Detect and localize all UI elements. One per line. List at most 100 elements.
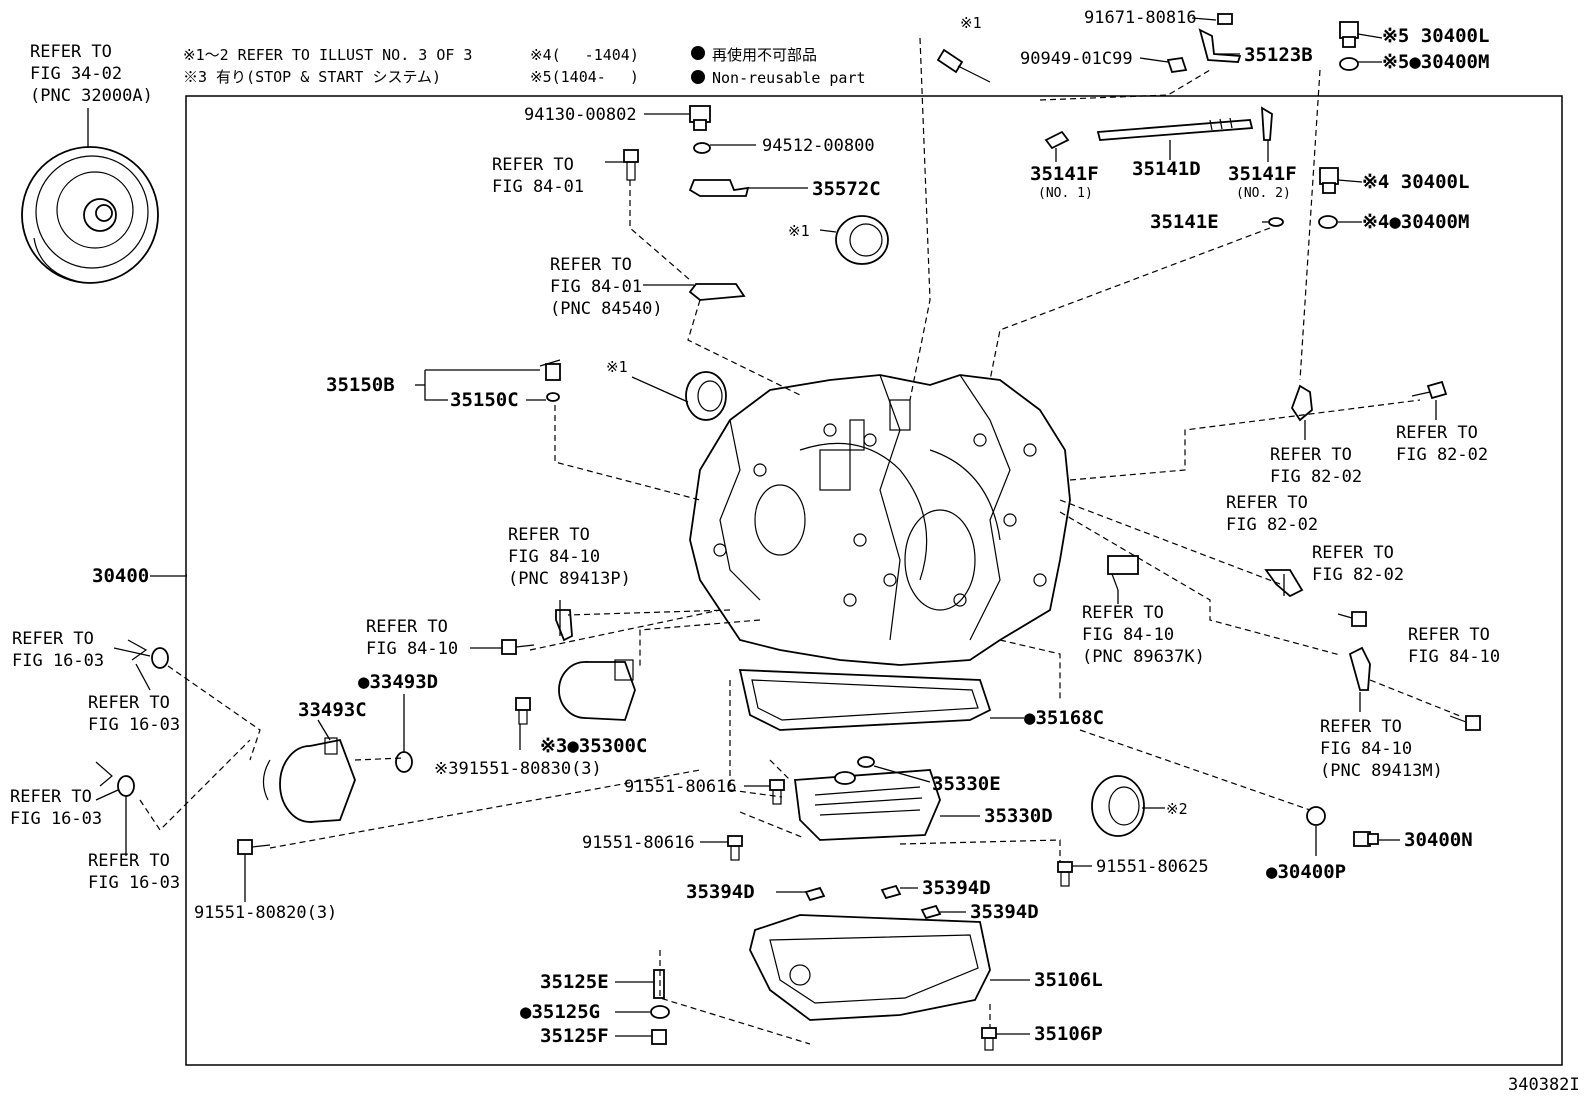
refer-label: REFER TO (88, 851, 170, 871)
part-label: 35394D (922, 877, 991, 899)
bolt-icon (769, 779, 785, 805)
o-ring-icon (395, 751, 413, 773)
part-label: ※5●30400M (1382, 51, 1489, 73)
torque-converter-ref: REFER TO FIG 34-02 (PNC 32000A) (21, 42, 159, 284)
part-label: 94512-00800 (762, 136, 875, 156)
refer-label: REFER TO (1082, 603, 1164, 623)
part-label: 35150C (450, 389, 519, 411)
figure-id: 340382I (1508, 1075, 1580, 1095)
mark-label: ※1 (960, 14, 982, 32)
part-label: 90949-01C99 (1020, 49, 1133, 69)
oil-seal-icon (1091, 775, 1145, 837)
gasket-icon (1306, 806, 1326, 826)
pin-icon (653, 969, 665, 999)
part-label: 35330D (984, 805, 1053, 827)
oil-strainer-icon (793, 769, 941, 841)
refer-label: FIG 84-10 (1320, 739, 1412, 759)
part-label: 91551-80820(3) (194, 903, 337, 923)
refer-label: FIG 16-03 (88, 715, 180, 735)
sensor-icon (1348, 646, 1371, 691)
clip-icon (1044, 130, 1070, 150)
plug-icon (1339, 21, 1359, 48)
mark-label: ※1 (788, 222, 810, 240)
legend-nonreuse-jp: 再使用不可部品 (712, 46, 817, 64)
refer-label: REFER TO (508, 525, 590, 545)
bolt-icon (515, 697, 531, 725)
refer-label: (PNC 89413P) (508, 569, 631, 589)
part-label: 91551-80625 (1096, 857, 1209, 877)
refer-label: REFER TO (1396, 423, 1478, 443)
sensor-icon (688, 283, 746, 301)
washer-icon (693, 142, 711, 154)
part-label: 30400N (1404, 829, 1473, 851)
part-label: 35141F (1228, 163, 1297, 185)
refer-label: FIG 82-02 (1312, 565, 1404, 585)
mark-label: ※2 (1166, 800, 1188, 818)
refer-label: (PNC 89637K) (1082, 647, 1205, 667)
part-label: 33493C (298, 699, 367, 721)
part-sublabel: (NO. 1) (1038, 186, 1093, 201)
part-label: 35125F (540, 1025, 609, 1047)
electric-oil-pump-icon (558, 659, 636, 721)
refer-label: FIG 82-02 (1396, 445, 1488, 465)
bolt-icon (1411, 380, 1448, 400)
refer-label: FIG 16-03 (12, 651, 104, 671)
clip-icon (1260, 106, 1273, 141)
refer-label: FIG 16-03 (10, 809, 102, 829)
gasket-icon (650, 1005, 670, 1019)
part-label: ※5 30400L (1382, 25, 1489, 47)
part-label: ※4●30400M (1362, 211, 1469, 233)
gasket-icon (546, 392, 560, 402)
shift-shaft-icon (1096, 117, 1254, 141)
oil-seal-icon (835, 215, 889, 265)
refer-label: REFER TO (12, 629, 94, 649)
refer-label: FIG 84-10 (1408, 647, 1500, 667)
part-label: 35330E (932, 773, 1001, 795)
bolt-icon (237, 839, 271, 855)
legend-line-3: ※4( -1404) (530, 46, 639, 64)
ref-line: REFER TO (30, 42, 112, 62)
assembly-lines (139, 37, 1461, 1045)
hose-clamp-icon (127, 639, 169, 669)
bolt-icon (1449, 715, 1481, 731)
refer-label: REFER TO (88, 693, 170, 713)
oil-cooler-icon (262, 737, 356, 823)
legend-line-1: ※1～2 REFER TO ILLUST NO. 3 OF 3 (183, 46, 472, 64)
plug-icon (1353, 831, 1379, 847)
part-label: ※4 30400L (1362, 171, 1469, 193)
bolt-icon (936, 48, 991, 83)
bolt-icon (623, 149, 639, 181)
refer-label: REFER TO (550, 255, 632, 275)
refer-label: REFER TO (492, 155, 574, 175)
bolt-icon (689, 105, 711, 131)
part-label: 94130-00802 (524, 105, 637, 125)
gasket-icon (1318, 215, 1338, 229)
refer-labels: REFER TO FIG 84-01 REFER TO FIG 84-01 (P… (10, 155, 1500, 893)
part-label: 35150B (326, 374, 395, 396)
refer-label: FIG 84-10 (508, 547, 600, 567)
legend-line-4: ※5(1404- ) (530, 68, 639, 86)
legend-nonreuse-en: Non-reusable part (712, 69, 866, 87)
plug-icon (651, 1029, 667, 1045)
part-label: ※3●35300C (540, 735, 647, 757)
assembly-frame (185, 95, 1563, 1066)
part-label: 35106P (1034, 1023, 1103, 1045)
part-label: 35106L (1034, 969, 1103, 991)
ref-line: (PNC 32000A) (30, 86, 153, 106)
oil-seal-icon (685, 371, 727, 421)
gasket-icon (1339, 57, 1359, 71)
o-ring-icon (1268, 217, 1284, 227)
ref-line: FIG 34-02 (30, 64, 122, 84)
sensor-icon (1107, 555, 1139, 591)
bracket-icon (1290, 384, 1313, 422)
oil-pan-icon (749, 914, 991, 1021)
part-labels: 30400 91671-80816 90949-01C99 35123B ※5 … (92, 8, 1489, 1047)
part-label: 35123B (1244, 44, 1313, 66)
refer-label: REFER TO (1320, 717, 1402, 737)
part-label: 35141D (1132, 158, 1201, 180)
refer-label: REFER TO (1270, 445, 1352, 465)
refer-label: FIG 16-03 (88, 873, 180, 893)
bolt-icon (1337, 611, 1367, 627)
bolt-icon (981, 1027, 997, 1051)
